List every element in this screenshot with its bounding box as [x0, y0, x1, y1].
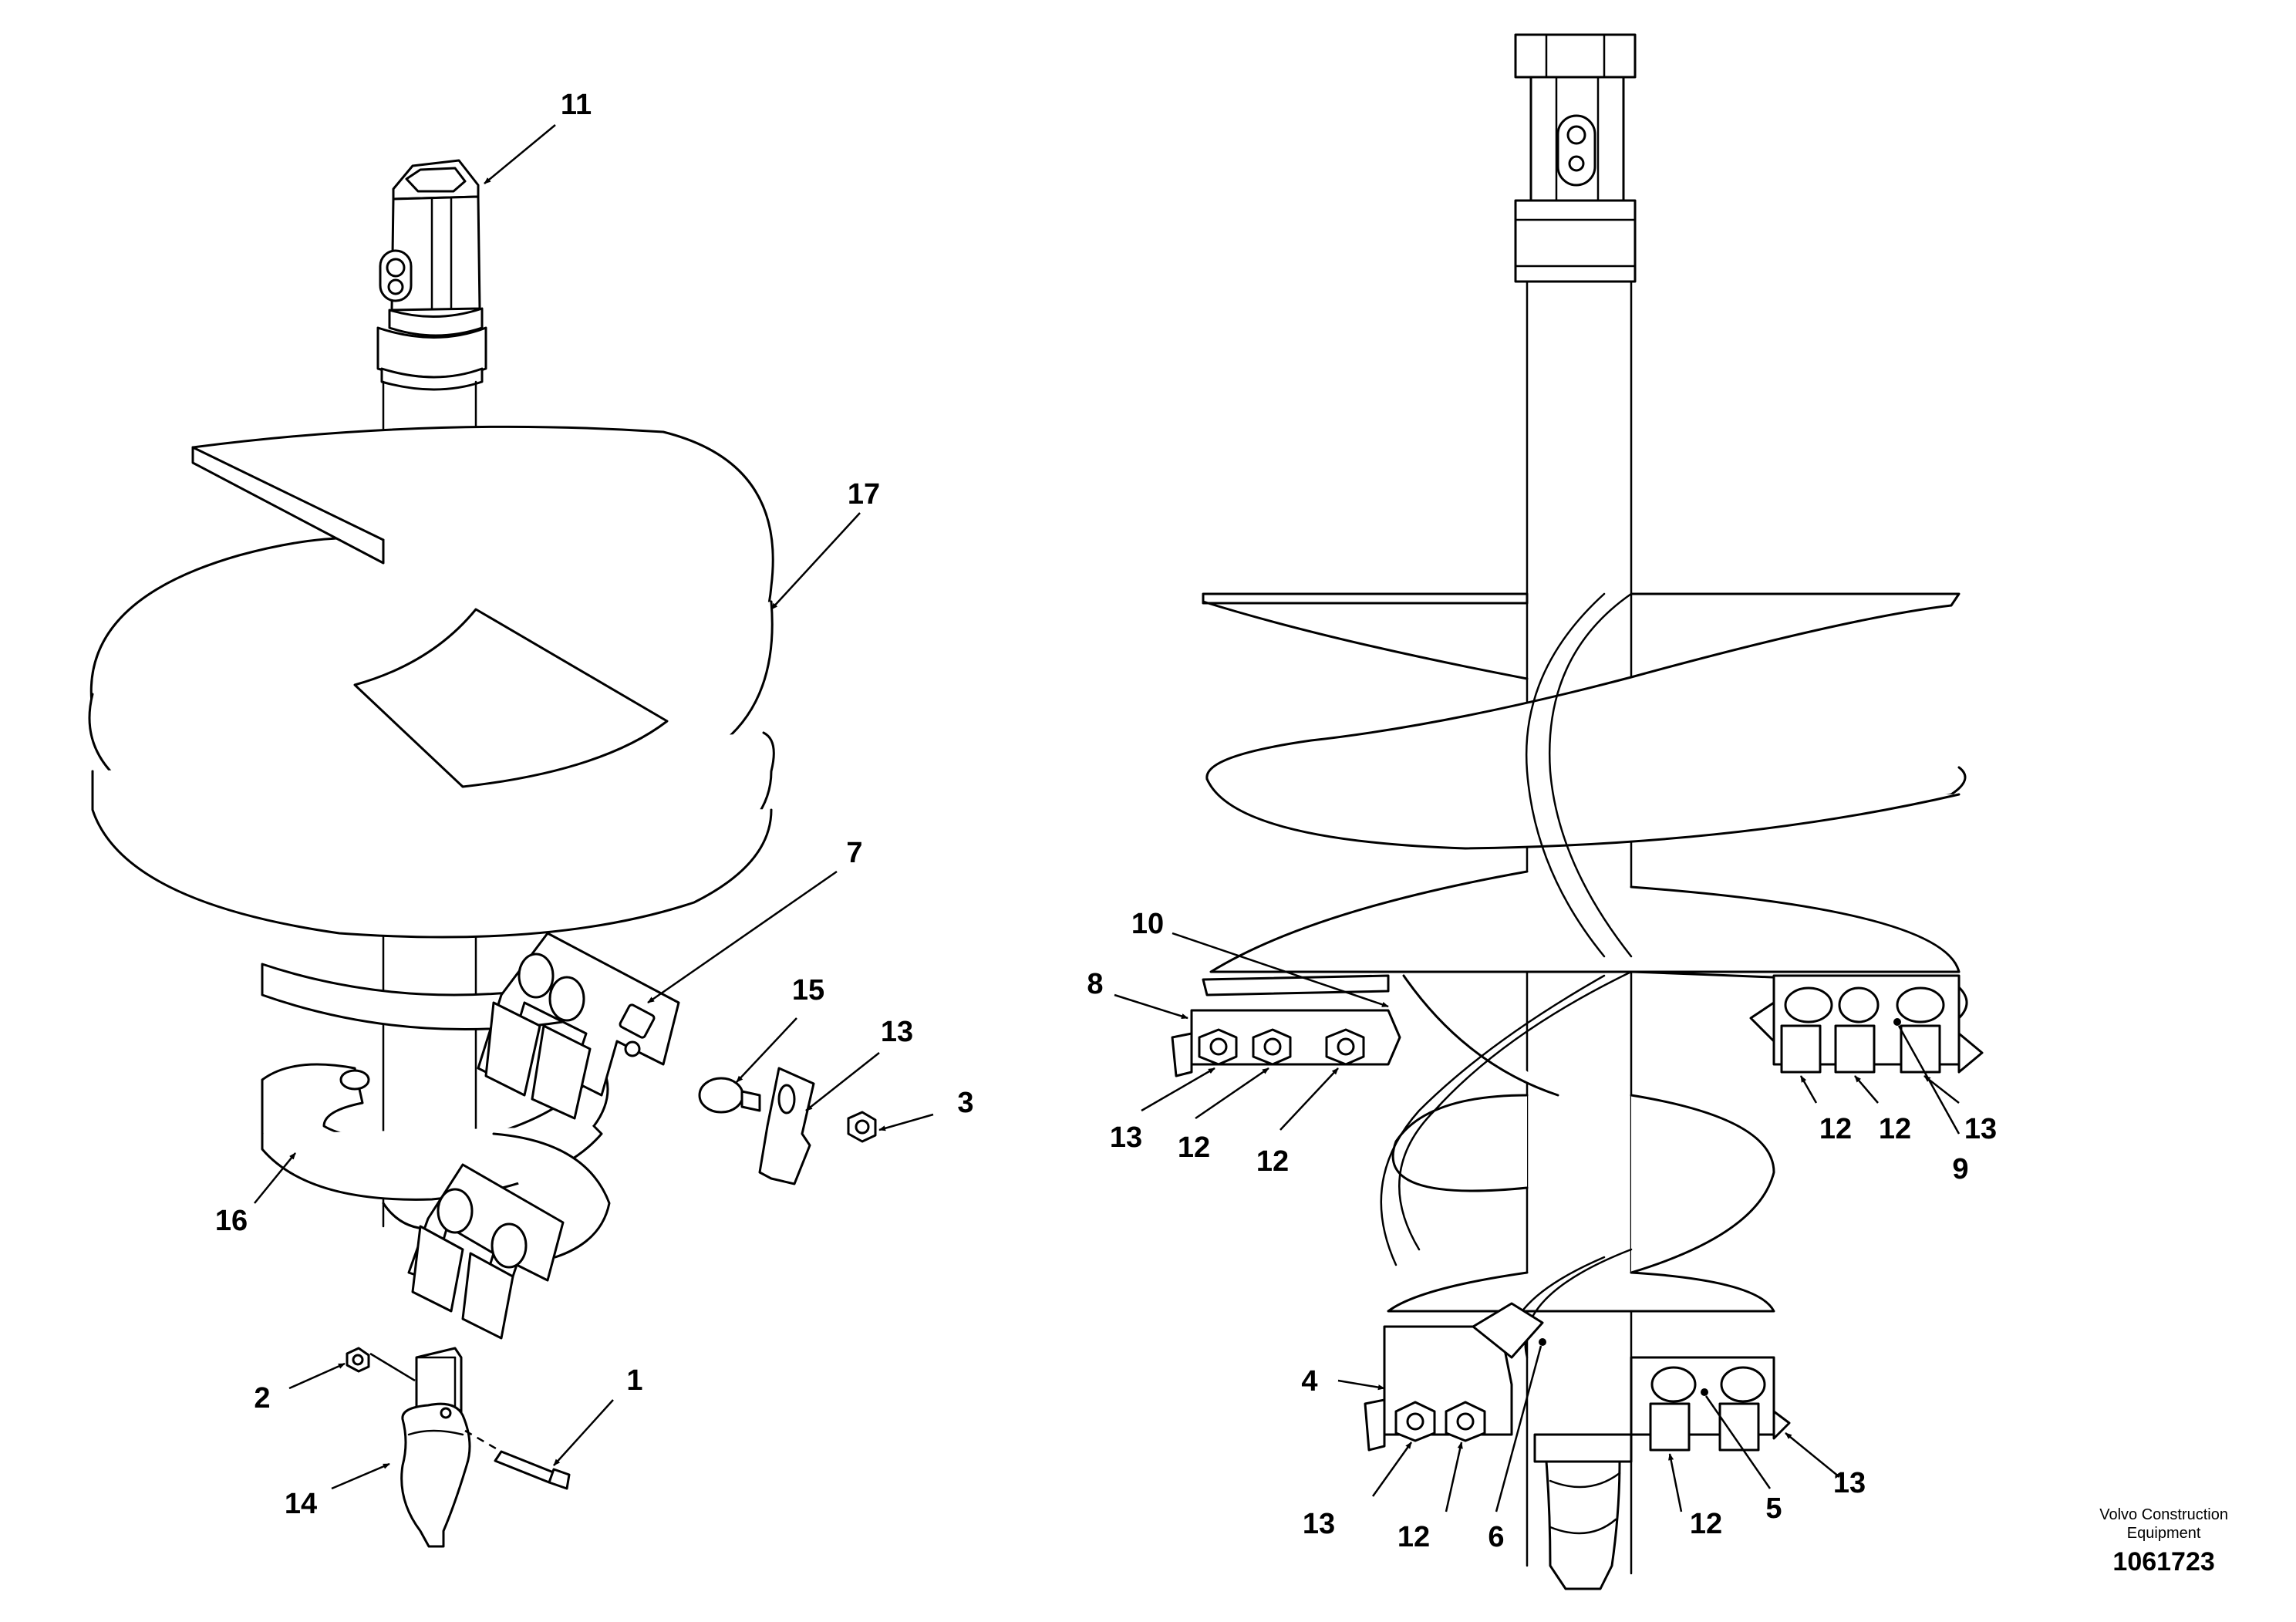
callout-2: 2 [254, 1382, 270, 1415]
bolt-head-d [1394, 1401, 1436, 1442]
callout-12-e: 12 [1397, 1521, 1430, 1553]
callout-8: 8 [1087, 968, 1103, 1000]
bolt-head-e [1445, 1401, 1486, 1442]
callout-7: 7 [846, 837, 862, 869]
upper-tooth-holder [477, 932, 680, 1120]
pilot-nut [346, 1347, 370, 1373]
lower-right-holder [1630, 1356, 1791, 1452]
callout-15: 15 [792, 974, 824, 1007]
right-auger-assembly [1171, 33, 1984, 1590]
callout-12-a: 12 [1178, 1131, 1210, 1164]
lower-left-holder [1364, 1302, 1546, 1452]
upper-right-holder [1749, 974, 1984, 1074]
callout-1: 1 [626, 1364, 642, 1397]
callout-12-d: 12 [1879, 1113, 1911, 1145]
right-flights [1202, 592, 1968, 1359]
upper-left-holder [1171, 974, 1401, 1077]
callout-3: 3 [957, 1087, 973, 1119]
hex-drive-collar [376, 159, 487, 391]
callout-13-a: 13 [1110, 1121, 1142, 1154]
callout-13-c: 13 [1303, 1508, 1335, 1540]
callout-5: 5 [1765, 1492, 1782, 1525]
cutting-tooth [758, 1067, 815, 1185]
drawing-number: 1061723 [2112, 1547, 2215, 1576]
pilot-bit [400, 1347, 471, 1548]
right-pilot-bit [1533, 1433, 1633, 1590]
callout-16: 16 [215, 1205, 248, 1237]
callout-numbers: 11 17 7 15 13 3 16 2 1 14 10 8 13 12 12 … [215, 89, 1997, 1553]
callout-12-b: 12 [1256, 1145, 1289, 1178]
callout-13-b: 13 [1964, 1113, 1997, 1145]
callout-13-d: 13 [1833, 1467, 1866, 1499]
bolt-head-b [1252, 1028, 1292, 1066]
callout-14: 14 [285, 1488, 317, 1520]
bolt-head-a [1198, 1028, 1238, 1066]
left-auger-assembly [88, 159, 775, 1340]
loose-parts-left [346, 1067, 877, 1548]
callout-4: 4 [1301, 1365, 1317, 1398]
callout-12-f: 12 [1690, 1508, 1722, 1540]
callout-9: 9 [1952, 1153, 1968, 1185]
hex-nut [847, 1111, 877, 1143]
pilot-cap-bolt [464, 1429, 571, 1490]
maker-name-line-2: Equipment [2126, 1525, 2201, 1542]
lower-tooth-holder [407, 1163, 565, 1340]
callout-10: 10 [1131, 908, 1164, 940]
callout-leaders [254, 124, 1961, 1512]
drive-head [1514, 33, 1637, 283]
drawing-title-block: Volvo Construction Equipment 1061723 [2099, 1506, 2228, 1577]
callout-6: 6 [1488, 1521, 1504, 1553]
tooth-bolt [698, 1077, 761, 1114]
callout-13: 13 [881, 1016, 913, 1048]
bolt-head-c [1325, 1028, 1365, 1066]
upper-auger-flight [88, 425, 775, 1031]
maker-name-line-1: Volvo Construction [2099, 1506, 2228, 1523]
callout-17: 17 [848, 478, 880, 511]
callout-12-c: 12 [1819, 1113, 1852, 1145]
callout-11: 11 [561, 89, 592, 121]
